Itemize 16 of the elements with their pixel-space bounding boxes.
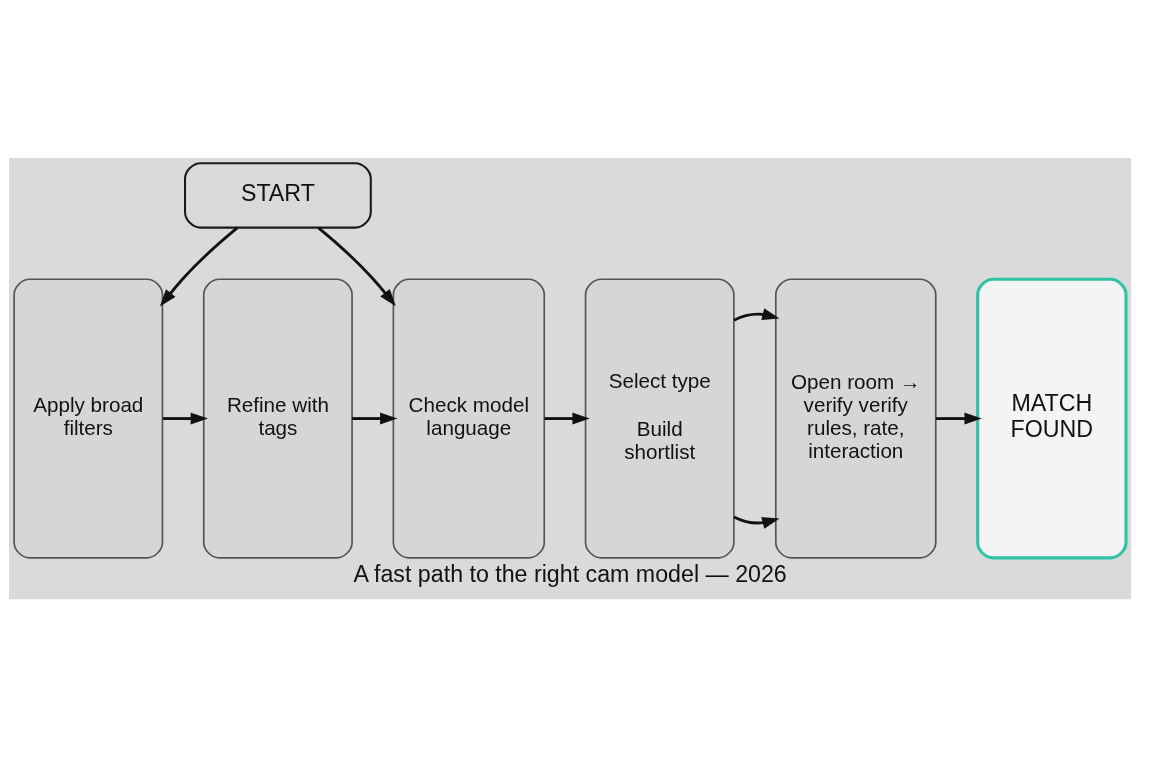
arrow (935, 412, 982, 425)
node-box: Select type Build shortlist (584, 277, 735, 559)
caption: A fast path to the right cam model — 2026 (353, 560, 787, 587)
node-box: MATCH FOUND (976, 277, 1128, 559)
arrow (544, 412, 590, 425)
node-box: Open room → verify verify rules, rate, interaction (774, 277, 937, 559)
arrow (733, 307, 780, 321)
arrow (162, 412, 208, 425)
arrow (352, 412, 398, 425)
arrow (317, 226, 396, 306)
node-box: START (184, 161, 372, 229)
arrow (159, 226, 239, 307)
arrow (733, 515, 780, 529)
node-box: Refine with tags (202, 277, 353, 559)
node-box: Apply broad filters (13, 277, 164, 559)
node-box: Check model language (392, 277, 546, 559)
